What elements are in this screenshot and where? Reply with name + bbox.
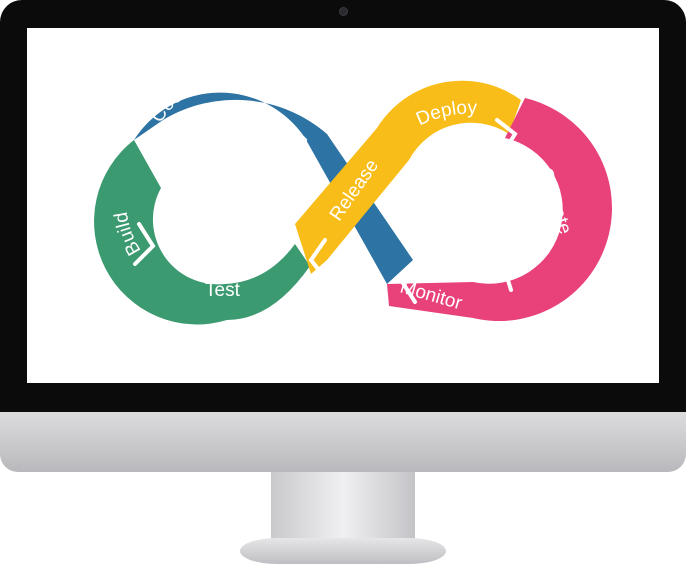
display-chin	[0, 412, 686, 472]
release-deploy-segment	[295, 80, 521, 274]
stage-label-test: Test	[205, 280, 241, 301]
build-test-segment	[94, 140, 310, 325]
operate-monitor-segment	[387, 98, 612, 322]
camera-icon	[339, 7, 348, 16]
stand-neck	[271, 472, 415, 542]
devops-infinity-diagram: Code Build Test Plan Release Deploy Oper…	[94, 79, 612, 325]
stand-base	[240, 538, 446, 564]
display-screen: Code Build Test Plan Release Deploy Oper…	[27, 28, 659, 383]
